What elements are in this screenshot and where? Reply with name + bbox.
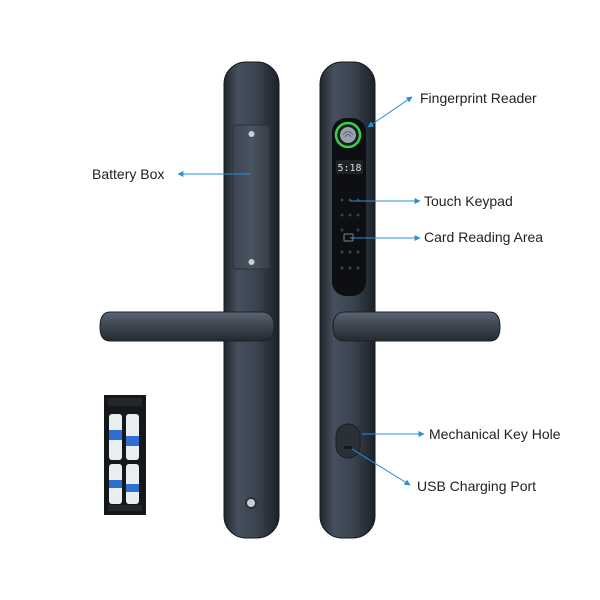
right-lock-body: 5:18 [319,61,501,539]
fingerprint-icon [342,131,354,138]
label-fingerprint-reader: Fingerprint Reader [420,90,537,106]
label-battery-box: Battery Box [92,166,165,182]
screw-icon [248,131,255,137]
usb-port-icon [344,446,352,449]
battery-box-cover [232,124,271,270]
label-touch-keypad: Touch Keypad [424,193,513,209]
fingerprint-reader [334,121,362,149]
leader-lines [177,96,425,486]
label-card-reading-area: Card Reading Area [424,229,544,245]
display-time: 5:18 [337,163,361,174]
label-mechanical-key-hole: Mechanical Key Hole [429,426,561,442]
screw-icon [248,259,255,265]
battery-inset [104,395,146,515]
right-handle [332,311,501,342]
touch-keypad-dots [340,198,360,270]
release-knob-icon [245,497,257,509]
left-lock-body [99,61,280,539]
label-usb-charging-port: USB Charging Port [417,478,537,494]
display-screen [336,160,363,174]
key-hole-cover [335,423,361,459]
left-handle [99,311,275,342]
